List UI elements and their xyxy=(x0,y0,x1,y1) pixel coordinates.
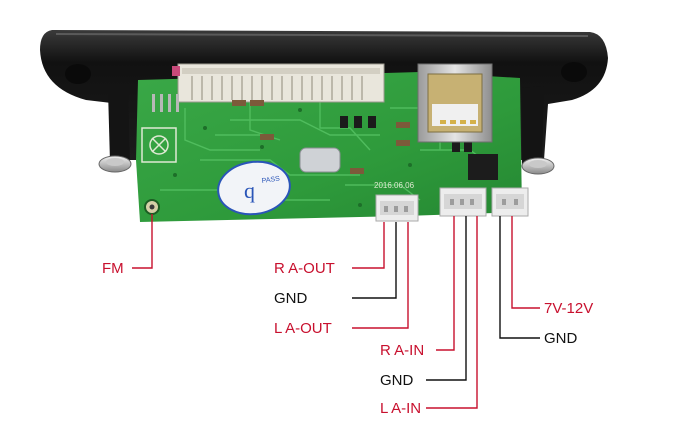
label-r-a-in: R A-IN xyxy=(380,342,424,359)
usb-port-icon xyxy=(417,63,493,143)
leader-l-a-out xyxy=(352,222,409,329)
label-gnd-power: GND xyxy=(544,330,578,347)
jst-connector-icon xyxy=(375,194,419,222)
mounting-screw-icon xyxy=(98,155,132,173)
leader-l-a-in xyxy=(426,216,478,409)
mounting-hole-right-icon xyxy=(561,62,587,82)
qc-stamp-symbol: q xyxy=(244,178,255,203)
pin-header xyxy=(152,94,179,112)
qc-stamp-text: PASS xyxy=(261,175,280,185)
label-l-a-out: L A-OUT xyxy=(274,320,332,337)
label-fm: FM xyxy=(102,260,124,277)
label-v-in: 7V-12V xyxy=(544,300,593,317)
jst-connector-icon xyxy=(439,187,487,217)
label-gnd-out: GND xyxy=(274,290,308,307)
jst-connector-icon xyxy=(491,187,529,217)
leader-gnd-out xyxy=(352,222,397,299)
board-date-code: 2016.06.06 xyxy=(374,181,415,190)
leader-fm xyxy=(132,214,153,269)
label-l-a-in: L A-IN xyxy=(380,400,421,417)
ic-footprint xyxy=(141,127,177,163)
sd-card-slot-icon xyxy=(172,63,385,103)
label-r-a-out: R A-OUT xyxy=(274,260,335,277)
voltage-regulator xyxy=(468,154,498,180)
leader-gnd-power xyxy=(499,216,540,339)
mounting-hole-left-icon xyxy=(65,64,91,84)
qc-sticker: q PASS xyxy=(217,160,291,216)
crystal-oscillator-icon xyxy=(299,147,341,173)
smd-components xyxy=(232,100,498,180)
leader-v-in xyxy=(511,216,540,309)
leader-r-a-in xyxy=(436,216,455,351)
label-gnd-in: GND xyxy=(380,372,414,389)
leader-r-a-out xyxy=(352,222,385,269)
mounting-screw-icon xyxy=(521,157,555,175)
leader-gnd-in xyxy=(426,216,467,381)
